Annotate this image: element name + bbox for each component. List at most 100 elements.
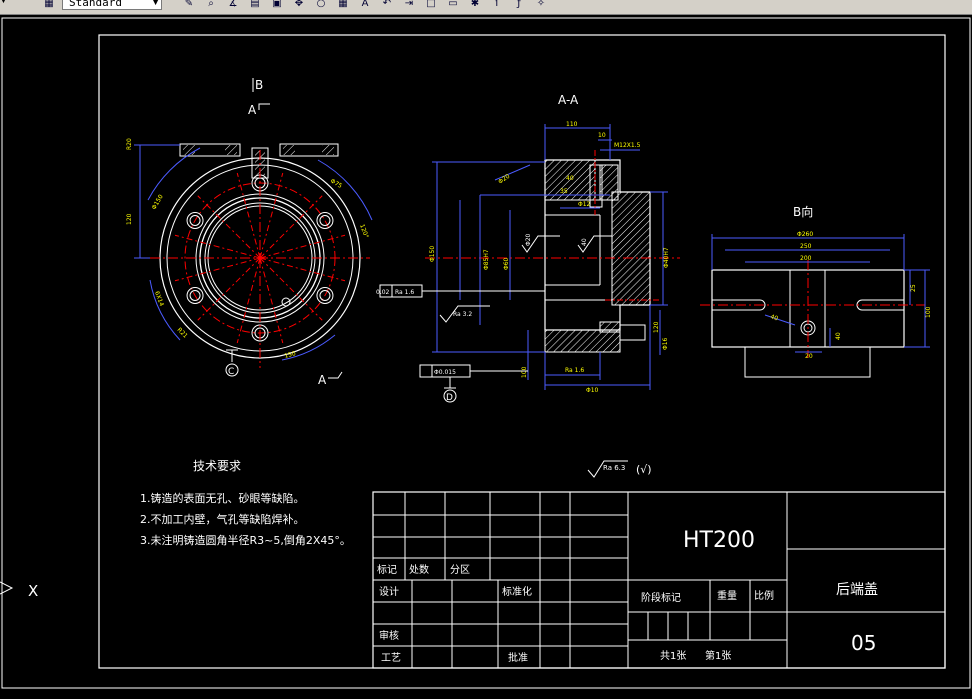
table-icon[interactable]: ▦ <box>338 0 348 9</box>
svg-text:Φ0.015: Φ0.015 <box>434 369 456 376</box>
toolbar: ▼ ▦ Standard ▼ ✎ ⌕ ∡ ▤ ▣ ✥ ○ ▦ A ↶ ⇥ □ ▭ ✱ ſ ƒ ✧ <box>0 0 972 15</box>
bolt-hole-inner <box>319 215 331 226</box>
notes-title: 技术要求 <box>193 459 241 473</box>
svg-text:0.02: 0.02 <box>376 289 390 296</box>
center-line <box>259 195 323 259</box>
center-line <box>197 195 261 259</box>
dim-label: 120° <box>358 223 370 239</box>
outer-border <box>1 17 971 689</box>
rectangle-alt-icon[interactable]: ▭ <box>448 0 458 9</box>
dim-label: 25 <box>910 284 917 292</box>
dimension-angular-icon[interactable]: ∡ <box>228 0 238 9</box>
arrow-icon[interactable]: ⇥ <box>404 0 414 9</box>
label-zone: 分区 <box>450 564 470 576</box>
section-aa-title: A-A <box>558 93 579 107</box>
hatch-icon[interactable]: ▤ <box>250 0 260 9</box>
general-roughness: Ra 6.3 (√) <box>587 460 652 478</box>
title-block <box>372 491 946 669</box>
view-b-title: B向 <box>793 204 813 219</box>
drawing-svg[interactable]: X R20 120 Φ150 <box>0 15 972 695</box>
svg-text:(√): (√) <box>636 463 652 476</box>
datum-d-label: D <box>446 393 453 403</box>
block-icon[interactable]: ▣ <box>272 0 282 9</box>
center-line <box>174 234 261 259</box>
label-stage-mark: 阶段标记 <box>641 591 681 604</box>
move-icon[interactable]: ✥ <box>294 0 304 9</box>
function-icon[interactable]: ƒ <box>517 0 521 9</box>
dim-label: 20 <box>805 353 813 360</box>
dim-label: 100 <box>521 366 528 378</box>
dim-label: 40 <box>769 313 779 322</box>
dim-label: 6X14 <box>153 290 165 307</box>
dim-label: Φ150 <box>151 193 165 211</box>
label-approve: 批准 <box>508 651 528 664</box>
ucs-x-label: X <box>28 582 38 600</box>
dim-label: 110 <box>566 121 578 128</box>
svg-text:Φ20: Φ20 <box>525 233 532 246</box>
note-line-2: 2.不加工内壁，气孔等缺陷焊补。 <box>140 512 305 526</box>
dim-label: Φ85H7 <box>483 249 490 270</box>
label-sheets-total: 共1张 <box>660 650 686 662</box>
center-line <box>236 257 261 344</box>
text-style-select[interactable]: Standard ▼ <box>62 0 162 10</box>
text-style-icon: ▦ <box>44 0 54 9</box>
view-b: B向 Φ260 250 200 20 40 100 25 40 <box>700 204 932 378</box>
magnifier-icon[interactable]: ⌕ <box>208 0 214 9</box>
italic-icon[interactable]: ſ <box>495 0 499 9</box>
dim-label: Φ10 <box>586 387 599 394</box>
left-view: R20 120 Φ150 Φ75 120° 6X14 R21 150 B A A… <box>126 78 373 387</box>
label-standardize: 标准化 <box>502 585 532 598</box>
dim-label: 200 <box>800 255 812 262</box>
section-label-a-bottom: A <box>318 373 327 387</box>
label-count: 处数 <box>409 563 429 576</box>
undo-icon[interactable]: ↶ <box>382 0 392 9</box>
dim-label: Φ16 <box>662 337 669 350</box>
center-line <box>259 257 346 282</box>
bolt-hole-inner <box>189 290 201 301</box>
dim-label: 150 <box>284 350 297 360</box>
svg-text:Ra 3.2: Ra 3.2 <box>453 311 472 318</box>
center-line <box>259 172 284 259</box>
text-icon[interactable]: A <box>361 0 369 9</box>
dim-label: 100 <box>925 306 932 318</box>
dim-label: M12X1.5 <box>614 142 641 149</box>
circle-icon[interactable]: ○ <box>316 0 326 9</box>
bolt-hole-inner <box>189 215 201 226</box>
roughness-symbol: Φ20 40 Ra 3.2 <box>439 233 612 323</box>
pencil-icon[interactable]: ✎ <box>184 0 194 9</box>
title-block-text: HT200 后端盖 05 标记 处数 分区 设计 标准化 审核 工艺 批准 阶段… <box>377 528 878 664</box>
dim-label: 120 <box>653 321 660 333</box>
label-weight: 重量 <box>717 589 737 602</box>
dim-label: 250 <box>800 243 812 250</box>
dim-label: Φ150 <box>429 246 436 262</box>
dim-label: 120 <box>126 213 133 225</box>
bolt-hole <box>186 287 204 304</box>
note-line-3: 3.未注明铸造圆角半径R3~5,倒角2X45°。 <box>140 533 351 547</box>
center-line <box>174 257 261 282</box>
center-line <box>259 257 323 321</box>
label-mark: 标记 <box>377 564 397 576</box>
drawing-number: 05 <box>851 631 876 655</box>
section-label-a: A <box>248 103 257 117</box>
tolerance-frame: Ra 1.6 Φ0.015 0.02 <box>376 284 545 378</box>
dim-label: Φ60 <box>503 257 510 270</box>
chevron-down-icon[interactable]: ▼ <box>152 0 159 7</box>
center-line <box>259 257 284 344</box>
label-process: 工艺 <box>381 652 401 664</box>
rectangle-icon[interactable]: □ <box>426 0 436 9</box>
properties-icon[interactable]: ✧ <box>536 0 546 9</box>
dim-label: Ra 1.6 <box>565 367 584 374</box>
dim-label: Φ260 <box>797 231 813 238</box>
bolt-hole-inner <box>319 290 331 301</box>
dim-label: Φ12 <box>578 201 591 208</box>
star-icon[interactable]: ✱ <box>470 0 480 9</box>
center-line <box>259 234 346 259</box>
bolt-hole <box>316 287 334 304</box>
layer-dropdown-arrow-icon[interactable]: ▼ <box>0 0 7 5</box>
drawing-canvas[interactable]: X R20 120 Φ150 <box>0 15 972 695</box>
dim-label: Φ20 <box>497 173 511 186</box>
center-line <box>236 172 261 259</box>
note-line-1: 1.铸造的表面无孔、砂眼等缺陷。 <box>140 491 305 505</box>
dim-label: 35 <box>560 188 568 195</box>
svg-text:Ra 6.3: Ra 6.3 <box>603 464 625 472</box>
